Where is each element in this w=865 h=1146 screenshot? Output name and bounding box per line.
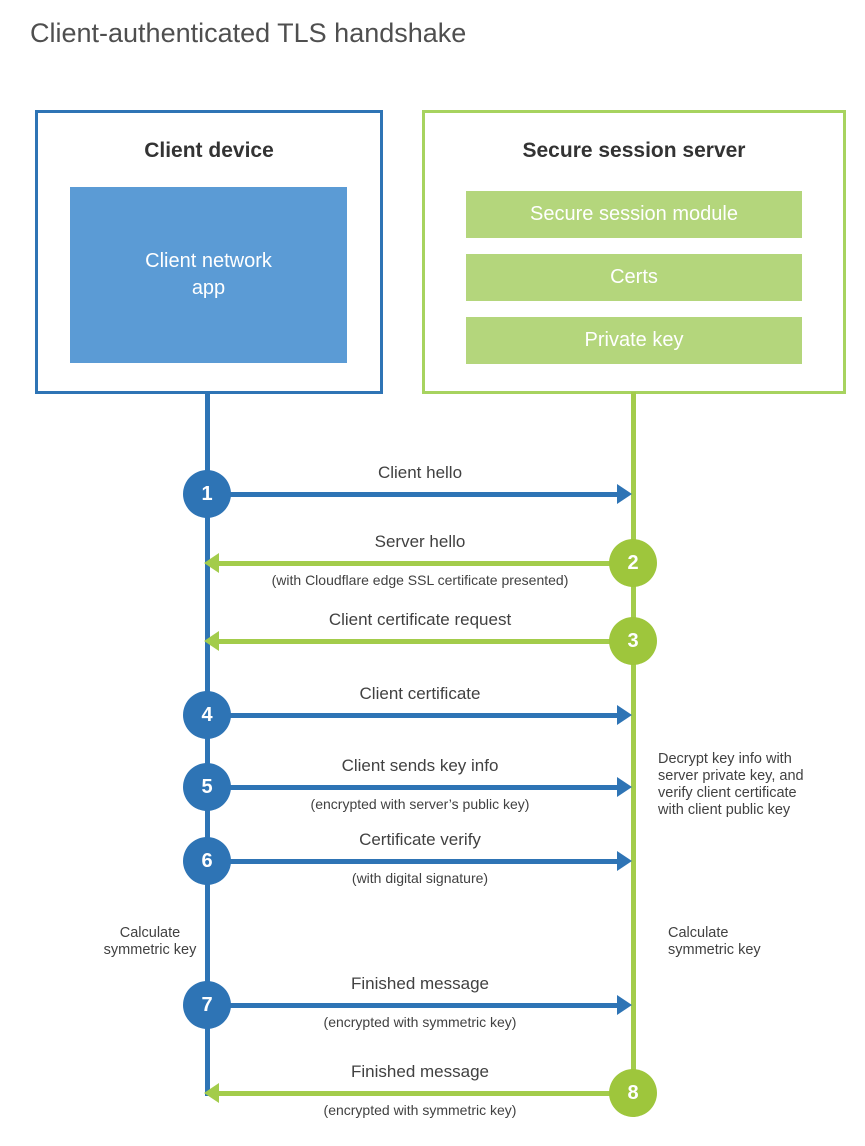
client-device-title: Client device	[144, 139, 274, 162]
step-number-circle: 1	[183, 470, 231, 518]
step-number-circle: 8	[609, 1069, 657, 1117]
arrowhead-icon	[204, 631, 219, 651]
message-arrow-line	[207, 713, 618, 718]
step-number-circle: 5	[183, 763, 231, 811]
arrowhead-icon	[204, 553, 219, 573]
server-module-label: Secure session module	[530, 203, 738, 225]
step-number: 5	[201, 775, 213, 798]
message-sublabel: (with Cloudflare edge SSL certificate pr…	[271, 572, 569, 588]
message-arrow-line	[219, 1091, 633, 1096]
client-lifeline	[205, 392, 210, 1096]
step-number: 3	[627, 629, 639, 652]
message-sublabel: (encrypted with symmetric key)	[323, 1014, 517, 1030]
server-module-label: Private key	[584, 329, 684, 351]
arrowhead-icon	[204, 1083, 219, 1103]
step-number: 1	[201, 482, 213, 505]
message-sublabel: (with digital signature)	[351, 870, 489, 886]
message-label: Client certificate request	[328, 610, 512, 629]
step-number-circle: 7	[183, 981, 231, 1029]
message-arrow-line	[219, 561, 633, 566]
message-label: Finished message	[351, 1062, 489, 1081]
step-number-circle: 6	[183, 837, 231, 885]
arrowhead-icon	[617, 777, 632, 797]
client-network-app-label: Client network app	[145, 250, 272, 299]
secure-session-server-title: Secure session server	[522, 139, 746, 162]
step-number: 6	[201, 849, 213, 872]
server-module-label: Certs	[610, 266, 658, 288]
arrowhead-icon	[617, 705, 632, 725]
arrowhead-icon	[617, 851, 632, 871]
message-arrow-line	[207, 1003, 618, 1008]
secure-session-server-box: Secure session server Secure session mod…	[422, 110, 846, 394]
server-lifeline	[631, 392, 636, 1093]
message-sublabel: (encrypted with server’s public key)	[310, 796, 530, 812]
page-title: Client-authenticated TLS handshake	[30, 18, 467, 48]
message-label: Client certificate	[359, 684, 481, 703]
client-device-box: Client device Client network app	[35, 110, 383, 394]
server-module-bar: Secure session module	[466, 191, 802, 238]
server-module-bar: Certs	[466, 254, 802, 301]
message-arrow-line	[207, 785, 618, 790]
client-network-app-box: Client network app	[70, 187, 347, 363]
message-label: Finished message	[351, 974, 489, 993]
step-number: 4	[201, 703, 213, 726]
server-calculate-symmetric-key-note: Calculate symmetric key	[668, 925, 761, 958]
message-label: Client hello	[377, 463, 463, 482]
step-number: 8	[627, 1081, 639, 1104]
server-decrypt-note: Decrypt key info with server private key…	[658, 751, 804, 818]
message-label: Client sends key info	[341, 756, 499, 775]
message-label: Certificate verify	[359, 830, 481, 849]
message-label: Server hello	[374, 532, 466, 551]
step-number-circle: 2	[609, 539, 657, 587]
message-arrow-line	[207, 492, 618, 497]
message-arrow-line	[207, 859, 618, 864]
step-number: 2	[627, 551, 639, 574]
server-module-bar: Private key	[466, 317, 802, 364]
message-sublabel: (encrypted with symmetric key)	[323, 1102, 517, 1118]
step-number: 7	[201, 993, 213, 1016]
client-calculate-symmetric-key-note: Calculate symmetric key	[103, 925, 197, 958]
arrowhead-icon	[617, 995, 632, 1015]
arrowhead-icon	[617, 484, 632, 504]
message-arrow-line	[219, 639, 633, 644]
step-number-circle: 3	[609, 617, 657, 665]
step-number-circle: 4	[183, 691, 231, 739]
